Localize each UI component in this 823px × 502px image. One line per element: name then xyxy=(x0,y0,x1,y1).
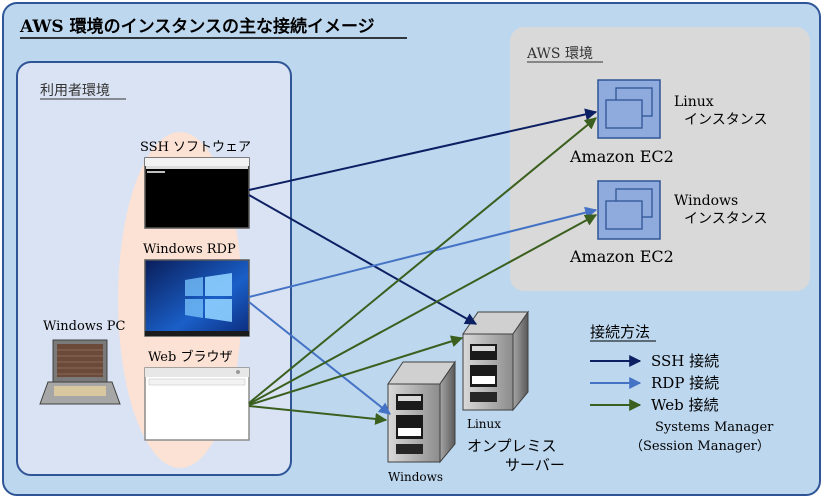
legend-ssh-label: SSH 接続 xyxy=(651,352,719,370)
legend-title: 接続方法 xyxy=(590,323,650,341)
client-label-rdp: Windows RDP xyxy=(143,242,236,257)
onprem-label-line2: サーバー xyxy=(505,456,565,474)
ssh-arrow-to-linux-server xyxy=(248,194,478,325)
user-env-label: 利用者環境 xyxy=(40,83,110,99)
rdp-arrow-to-windows-server xyxy=(248,301,391,415)
server-windows-label: Windows xyxy=(388,470,443,484)
ec2-windows-name: Amazon EC2 xyxy=(569,247,674,266)
pc-label: Windows PC xyxy=(43,319,125,334)
web-arrow-to-windows-server xyxy=(248,405,388,425)
ec2-windows-icon xyxy=(597,180,661,240)
rdp-connection-lines xyxy=(248,206,598,415)
page-title: AWS 環境のインスタンスの主な接続イメージ xyxy=(19,16,375,37)
aws-env-label: AWS 環境 xyxy=(526,46,593,62)
web-connection-lines xyxy=(248,117,598,425)
rdp-desktop-icon xyxy=(144,259,250,337)
ec2-linux-sub: インスタンス xyxy=(684,112,767,128)
web-arrow-to-ec2-windows xyxy=(248,214,598,405)
ec2-windows-os: Windows xyxy=(674,193,738,209)
web-arrow-to-ec2-linux xyxy=(248,117,597,404)
ssh-connection-lines xyxy=(248,108,598,325)
server-linux-icon xyxy=(462,310,529,412)
legend-note-line1: Systems Manager xyxy=(655,420,774,435)
rdp-arrow-to-ec2-windows xyxy=(248,206,598,298)
client-label-ssh: SSH ソフトウェア xyxy=(140,140,251,155)
legend: 接続方法 SSH 接続 RDP 接続 Web 接続 Systems Manage… xyxy=(590,323,774,454)
ec2-linux-icon xyxy=(597,79,661,139)
ssh-terminal-icon xyxy=(144,157,250,229)
laptop-icon xyxy=(39,339,121,405)
ssh-arrow-to-ec2-linux xyxy=(248,108,598,191)
onprem-label-line1: オンプレミス xyxy=(467,437,557,455)
server-windows-icon xyxy=(387,360,456,464)
legend-note-line2: （Session Manager） xyxy=(630,439,770,454)
client-label-web: Web ブラウザ xyxy=(148,349,232,365)
legend-web-label: Web 接続 xyxy=(651,396,718,414)
web-browser-icon xyxy=(144,367,250,441)
ec2-linux-name: Amazon EC2 xyxy=(569,147,674,166)
ec2-windows-sub: インスタンス xyxy=(684,211,767,227)
web-arrow-to-linux-server xyxy=(248,335,464,406)
server-linux-label: Linux xyxy=(467,417,501,431)
legend-rdp-label: RDP 接続 xyxy=(651,374,719,392)
ec2-linux-os: Linux xyxy=(674,94,714,110)
